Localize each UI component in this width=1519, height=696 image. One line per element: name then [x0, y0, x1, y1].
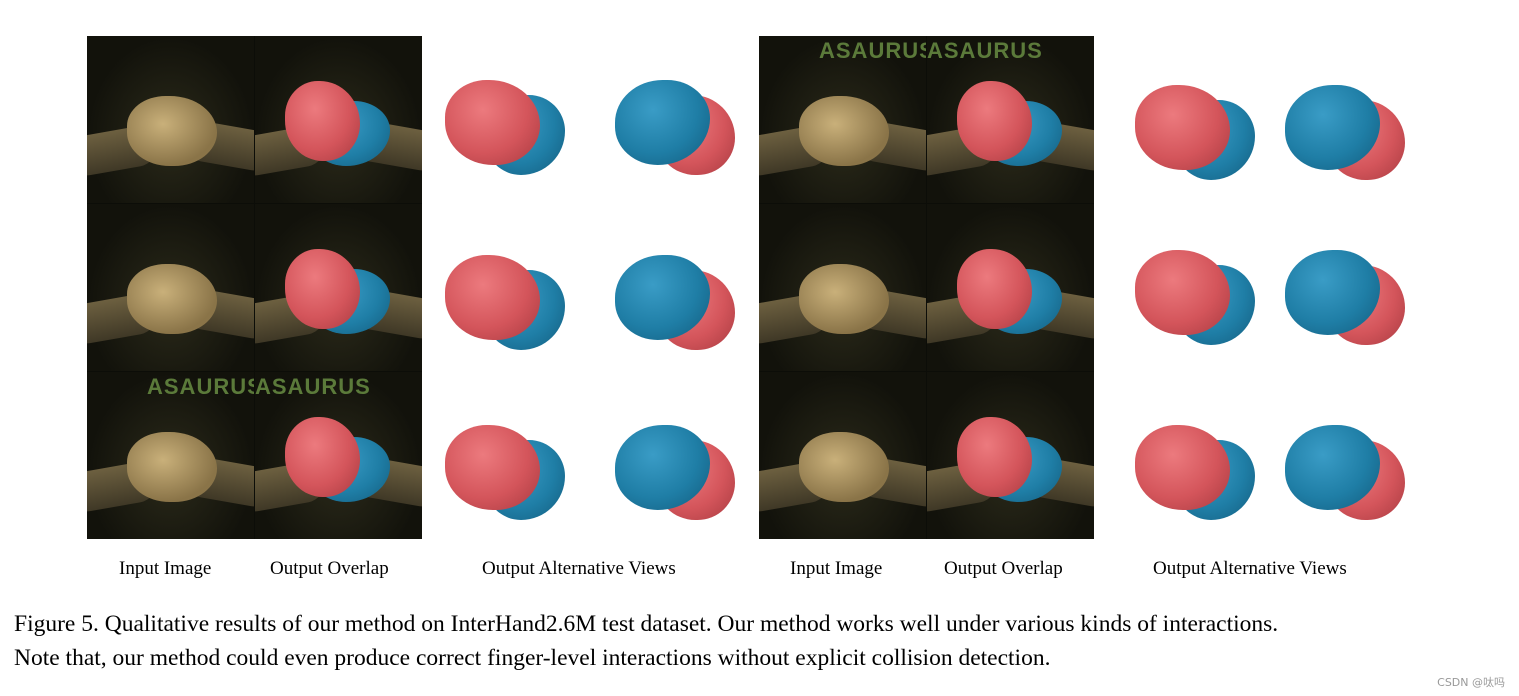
hands-photo — [799, 264, 889, 334]
left-hand-mesh — [285, 249, 360, 329]
label-alt-views-right: Output Alternative Views — [1153, 558, 1347, 579]
alt-view-7 — [1120, 60, 1270, 210]
right-hand-mesh — [1285, 85, 1380, 170]
alt-view-4 — [600, 230, 750, 380]
alt-view-6 — [600, 400, 750, 550]
input-image-row-1: ASAURUS — [759, 36, 926, 203]
label-output-overlap-left: Output Overlap — [270, 558, 389, 579]
left-hand-mesh — [285, 417, 360, 497]
alt-view-11 — [1120, 400, 1270, 550]
figure-caption-line-1: Figure 5. Qualitative results of our met… — [14, 611, 1279, 637]
alt-view-3 — [430, 230, 580, 380]
hands-photo — [127, 264, 217, 334]
alt-view-9 — [1120, 225, 1270, 375]
left-hand-mesh — [445, 425, 540, 510]
left-hand-mesh — [445, 255, 540, 340]
shirt-text: ASAURUS — [147, 374, 254, 399]
input-image-row-2 — [759, 204, 926, 371]
shirt-text: ASAURUS — [819, 38, 926, 63]
hands-photo — [799, 96, 889, 166]
overlap-image-row-2 — [927, 204, 1094, 371]
left-hand-mesh — [1135, 250, 1230, 335]
shirt-text: ASAURUS — [255, 374, 371, 399]
alt-view-5 — [430, 400, 580, 550]
shirt-text: ASAURUS — [927, 38, 1043, 63]
label-input-image-left: Input Image — [119, 558, 212, 579]
input-image-row-1 — [87, 36, 254, 203]
watermark: CSDN @呔吗 — [1437, 676, 1505, 689]
left-hand-mesh — [445, 80, 540, 165]
hands-photo — [127, 96, 217, 166]
hands-photo — [799, 432, 889, 502]
input-image-row-3: ASAURUS — [87, 372, 254, 539]
alt-view-12 — [1270, 400, 1420, 550]
alt-view-2 — [600, 55, 750, 205]
input-image-row-3 — [759, 372, 926, 539]
right-hand-mesh — [615, 255, 710, 340]
alt-view-1 — [430, 55, 580, 205]
overlap-image-row-1: ASAURUS — [927, 36, 1094, 203]
alt-view-8 — [1270, 60, 1420, 210]
figure-caption-line-2: Note that, our method could even produce… — [14, 645, 1051, 671]
right-hand-mesh — [1285, 250, 1380, 335]
left-hand-mesh — [957, 249, 1032, 329]
right-hand-mesh — [615, 80, 710, 165]
left-hand-mesh — [1135, 425, 1230, 510]
left-hand-mesh — [285, 81, 360, 161]
overlap-image-row-1 — [255, 36, 422, 203]
overlap-image-row-3 — [927, 372, 1094, 539]
label-alt-views-left: Output Alternative Views — [482, 558, 676, 579]
input-image-row-2 — [87, 204, 254, 371]
hands-photo — [127, 432, 217, 502]
left-hand-mesh — [957, 81, 1032, 161]
overlap-image-row-3: ASAURUS — [255, 372, 422, 539]
label-output-overlap-right: Output Overlap — [944, 558, 1063, 579]
left-hand-mesh — [1135, 85, 1230, 170]
right-hand-mesh — [615, 425, 710, 510]
label-input-image-right: Input Image — [790, 558, 883, 579]
right-hand-mesh — [1285, 425, 1380, 510]
left-hand-mesh — [957, 417, 1032, 497]
alt-view-10 — [1270, 225, 1420, 375]
overlap-image-row-2 — [255, 204, 422, 371]
